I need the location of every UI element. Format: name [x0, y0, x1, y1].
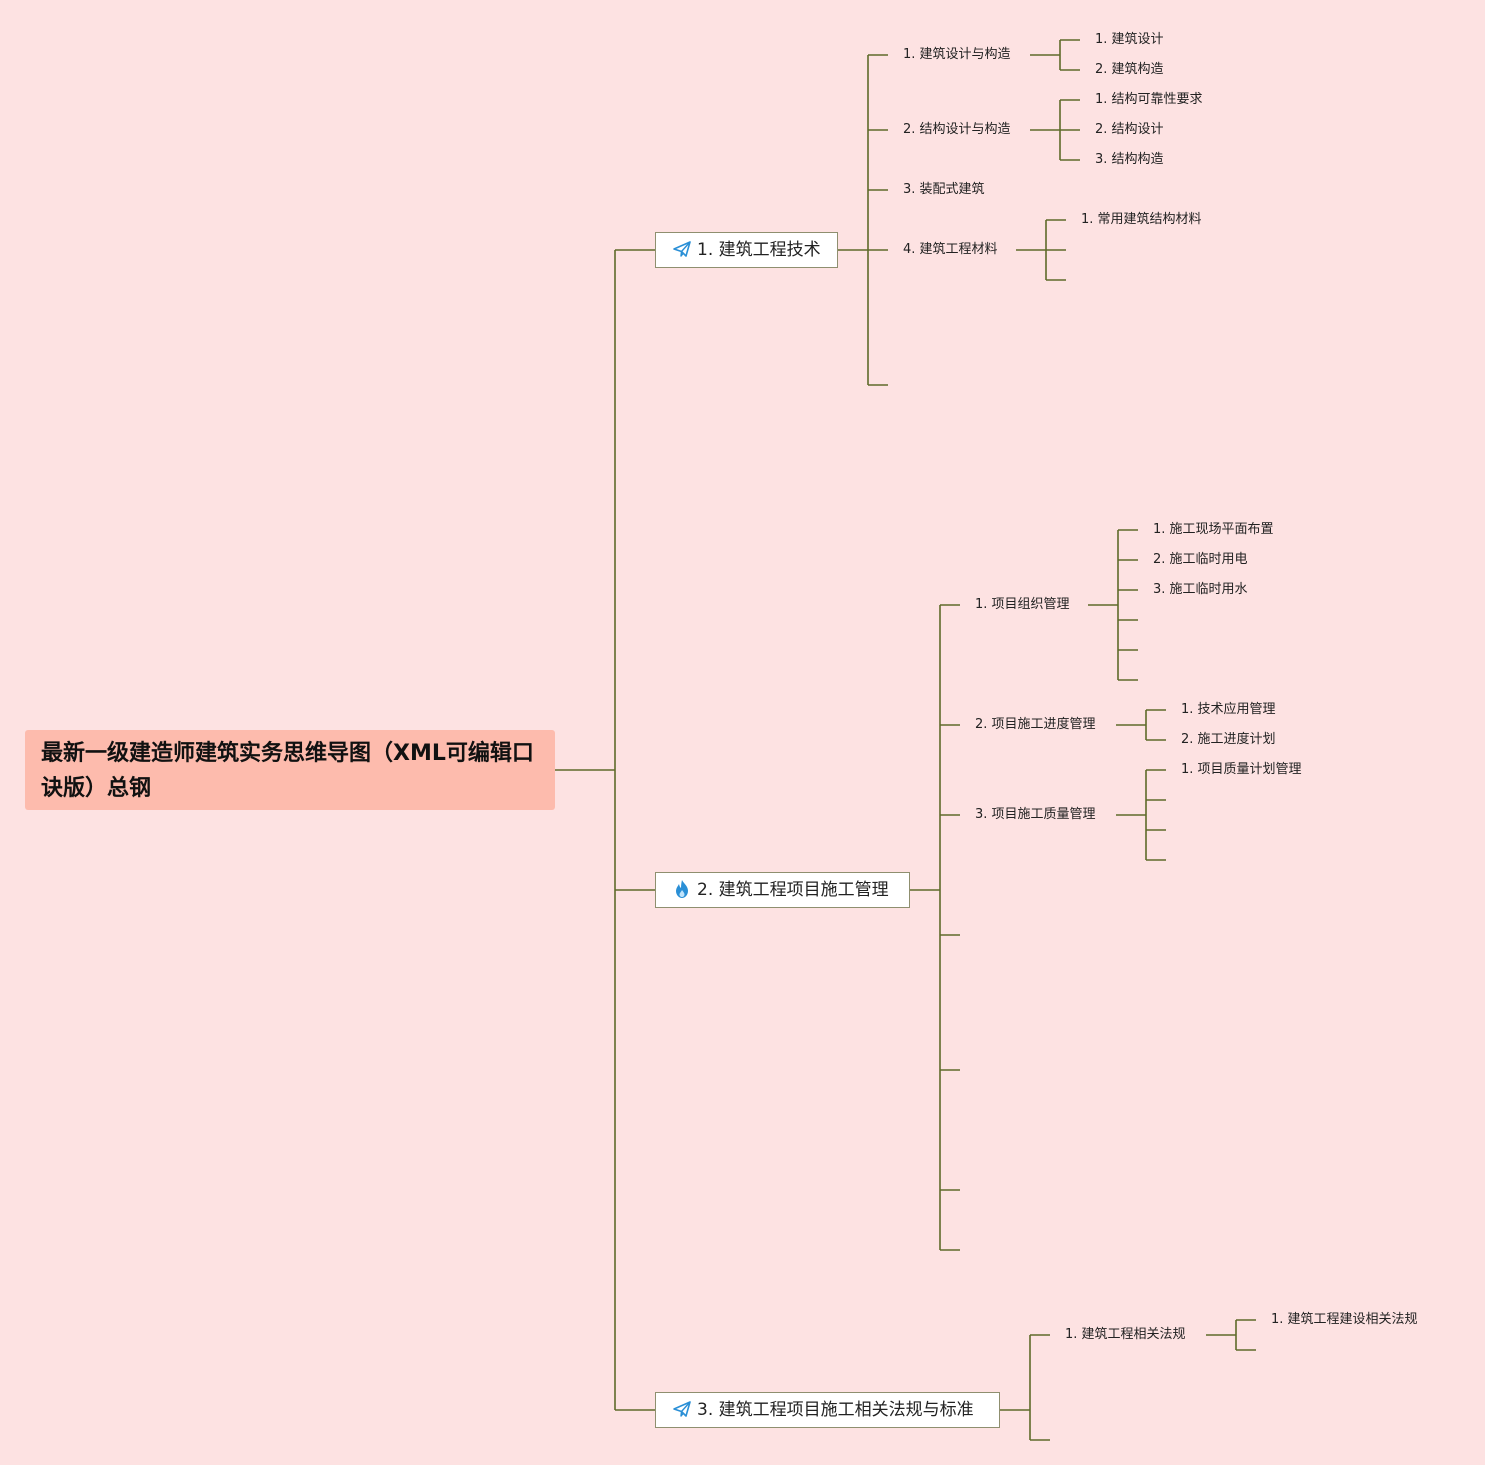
- branch-topic-2-label: 2. 建筑工程项目施工管理: [697, 880, 889, 900]
- subtopic-1-1-1[interactable]: 1. 建筑设计: [1095, 32, 1164, 47]
- subtopic-1-3[interactable]: 3. 装配式建筑: [903, 182, 985, 197]
- subtopic-3-1[interactable]: 1. 建筑工程相关法规: [1065, 1327, 1186, 1342]
- subtopic-2-3-1[interactable]: 1. 项目质量计划管理: [1181, 762, 1302, 777]
- branch-topic-2[interactable]: 2. 建筑工程项目施工管理: [655, 872, 910, 908]
- paper-plane-icon: [672, 1399, 692, 1419]
- subtopic-2-1-3[interactable]: 3. 施工临时用水: [1153, 582, 1248, 597]
- subtopic-2-2-2[interactable]: 2. 施工进度计划: [1181, 732, 1276, 747]
- branch-topic-1[interactable]: 1. 建筑工程技术: [655, 232, 838, 268]
- root-topic[interactable]: 最新一级建造师建筑实务思维导图（XML可编辑口诀版）总钢: [25, 730, 555, 810]
- subtopic-2-3[interactable]: 3. 项目施工质量管理: [975, 807, 1096, 822]
- branch-topic-3-label: 3. 建筑工程项目施工相关法规与标准: [697, 1400, 974, 1420]
- subtopic-2-2-1[interactable]: 1. 技术应用管理: [1181, 702, 1276, 717]
- subtopic-2-1[interactable]: 1. 项目组织管理: [975, 597, 1070, 612]
- flame-icon: [672, 879, 692, 899]
- subtopic-1-2-1[interactable]: 1. 结构可靠性要求: [1095, 92, 1203, 107]
- branch-topic-3[interactable]: 3. 建筑工程项目施工相关法规与标准: [655, 1392, 1000, 1428]
- subtopic-1-4[interactable]: 4. 建筑工程材料: [903, 242, 998, 257]
- subtopic-2-1-2[interactable]: 2. 施工临时用电: [1153, 552, 1248, 567]
- subtopic-1-4-1[interactable]: 1. 常用建筑结构材料: [1081, 212, 1202, 227]
- subtopic-1-1-2[interactable]: 2. 建筑构造: [1095, 62, 1164, 77]
- subtopic-3-1-1[interactable]: 1. 建筑工程建设相关法规: [1271, 1312, 1418, 1327]
- subtopic-2-1-1[interactable]: 1. 施工现场平面布置: [1153, 522, 1274, 537]
- subtopic-1-2[interactable]: 2. 结构设计与构造: [903, 122, 1011, 137]
- branch-topic-1-label: 1. 建筑工程技术: [697, 240, 821, 260]
- subtopic-1-1[interactable]: 1. 建筑设计与构造: [903, 47, 1011, 62]
- paper-plane-icon: [672, 239, 692, 259]
- root-title: 最新一级建造师建筑实务思维导图（XML可编辑口诀版）总钢: [41, 741, 534, 801]
- subtopic-2-2[interactable]: 2. 项目施工进度管理: [975, 717, 1096, 732]
- subtopic-1-2-2[interactable]: 2. 结构设计: [1095, 122, 1164, 137]
- subtopic-1-2-3[interactable]: 3. 结构构造: [1095, 152, 1164, 167]
